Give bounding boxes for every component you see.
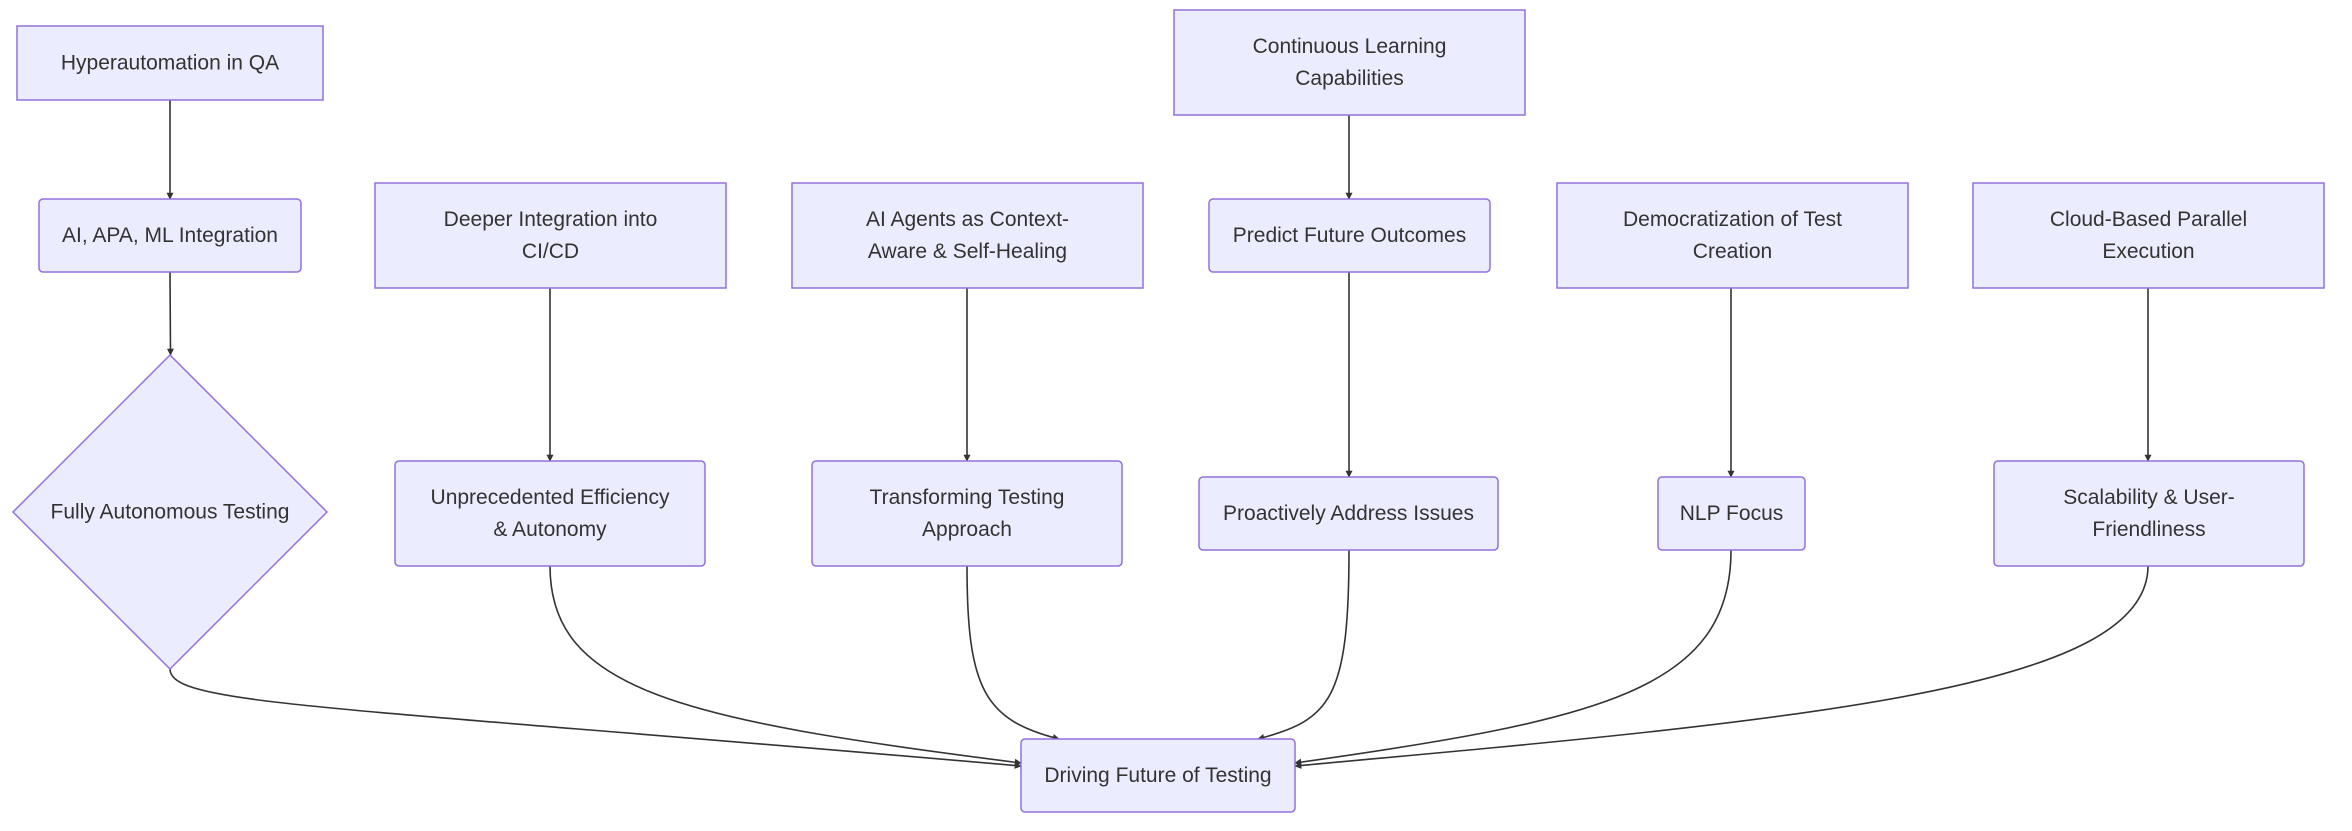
nodes-layer: Hyperautomation in QA AI, APA, ML Integra… xyxy=(11,9,2325,813)
node-label-line: Driving Future of Testing xyxy=(1044,764,1271,787)
node-shape-rounded-rect xyxy=(1657,476,1806,551)
node-driving[interactable]: Driving Future of Testing xyxy=(1020,738,1296,813)
node-label-line: Fully Autonomous Testing xyxy=(51,501,290,524)
edge-proactively-to-driving xyxy=(1257,549,1350,741)
node-label-line: Capabilities xyxy=(1295,67,1404,90)
node-proactively[interactable]: Proactively Address Issues xyxy=(1198,476,1499,551)
node-shape-rounded-rect xyxy=(38,198,302,273)
node-shape-rounded-rect xyxy=(1198,476,1499,551)
node-label-line: Deeper Integration into xyxy=(444,208,658,231)
node-ai-apa-ml[interactable]: AI, APA, ML Integration xyxy=(38,198,302,273)
node-label-line: Execution xyxy=(2102,240,2194,263)
node-scalability[interactable]: Scalability & User- Friendliness xyxy=(1993,460,2305,567)
node-label-line: Creation xyxy=(1693,240,1772,263)
node-unprecedented[interactable]: Unprecedented Efficiency & Autonomy xyxy=(394,460,706,567)
node-label-line: Transforming Testing xyxy=(870,486,1065,509)
node-label-line: & Autonomy xyxy=(493,518,607,541)
node-label-line: Friendliness xyxy=(2092,518,2205,541)
node-hyperautomation[interactable]: Hyperautomation in QA xyxy=(16,25,324,101)
edge-unprecedented-to-driving xyxy=(549,565,1022,766)
edge-transforming-to-driving xyxy=(966,565,1060,741)
node-label-line: Predict Future Outcomes xyxy=(1233,224,1466,247)
edge-scalability-to-driving xyxy=(1294,565,2149,769)
node-shape-rounded-rect xyxy=(1993,460,2305,567)
node-shape-rounded-rect xyxy=(1020,738,1296,813)
node-shape-rect xyxy=(791,182,1144,289)
node-nlp[interactable]: NLP Focus xyxy=(1657,476,1806,551)
node-label-line: Democratization of Test xyxy=(1623,208,1842,231)
node-shape-rect xyxy=(1173,9,1526,116)
node-shape-rect xyxy=(1556,182,1909,289)
edge-fully-autonomous-to-driving xyxy=(169,668,1022,769)
node-shape-rounded-rect xyxy=(1208,198,1491,273)
node-shape-rect xyxy=(16,25,324,101)
node-label-line: NLP Focus xyxy=(1680,502,1784,525)
node-label-line: Cloud-Based Parallel xyxy=(2050,208,2247,231)
node-label-line: Continuous Learning xyxy=(1253,35,1447,58)
node-label-line: Proactively Address Issues xyxy=(1223,502,1474,525)
node-shape-rect xyxy=(1972,182,2325,289)
node-predict[interactable]: Predict Future Outcomes xyxy=(1208,198,1491,273)
node-shape-rounded-rect xyxy=(811,460,1123,567)
node-fully-autonomous[interactable]: Fully Autonomous Testing xyxy=(11,353,329,671)
edge-nlp-to-driving xyxy=(1294,549,1732,766)
node-label-line: Aware & Self-Healing xyxy=(868,240,1067,263)
node-shape-rounded-rect xyxy=(394,460,706,567)
node-label-line: Scalability & User- xyxy=(2063,486,2235,509)
node-label-line: Unprecedented Efficiency xyxy=(431,486,670,509)
node-label-line: AI, APA, ML Integration xyxy=(62,224,278,247)
node-label-line: AI Agents as Context- xyxy=(866,208,1069,231)
node-shape-diamond xyxy=(11,353,329,671)
edges-layer xyxy=(166,100,2152,769)
node-ai-agents[interactable]: AI Agents as Context- Aware & Self-Healin… xyxy=(791,182,1144,289)
node-label-line: Hyperautomation in QA xyxy=(61,52,279,75)
node-label-line: CI/CD xyxy=(522,240,579,263)
node-shape-rect xyxy=(374,182,727,289)
edge-ai-apa-ml-to-fully-autonomous xyxy=(166,271,174,356)
node-label-line: Approach xyxy=(922,518,1012,541)
